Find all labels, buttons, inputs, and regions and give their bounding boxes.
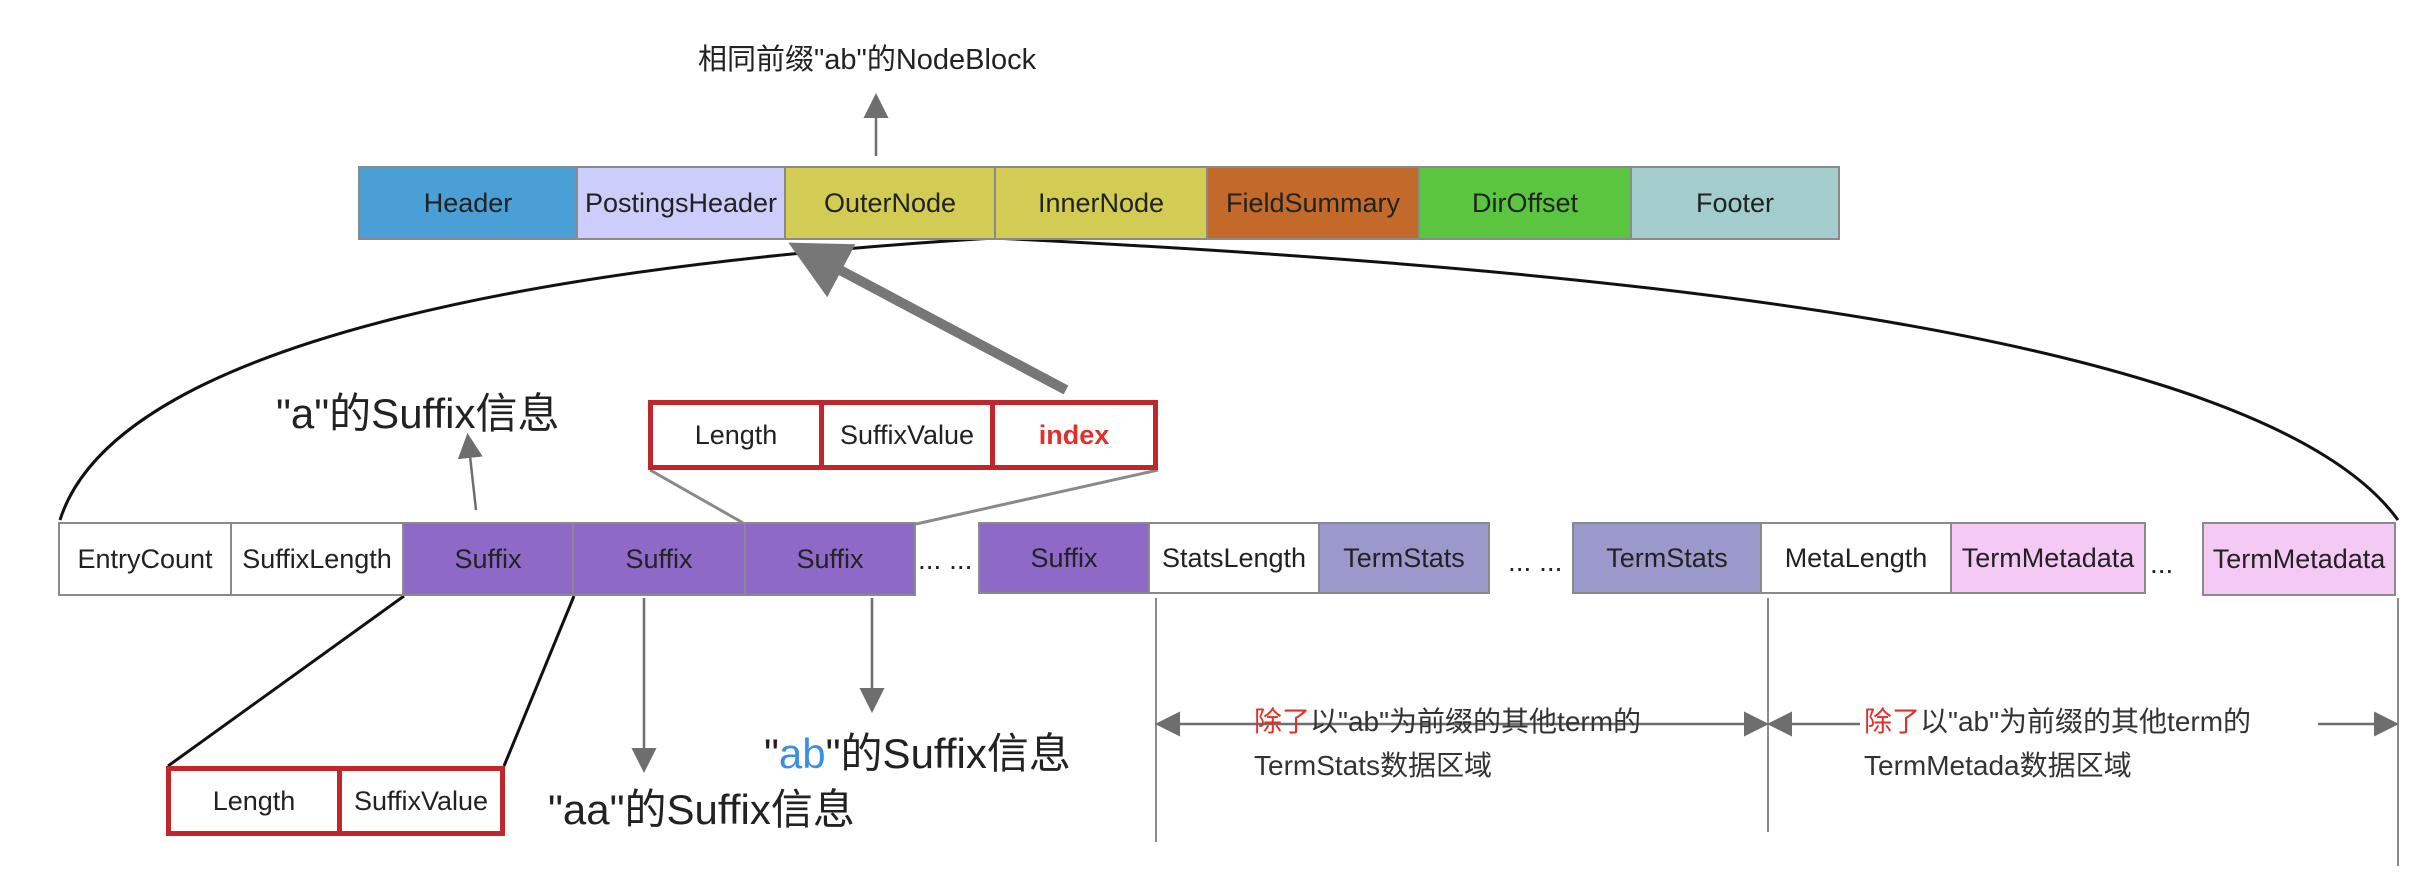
termstats-cell-2: TermStats: [1572, 522, 1762, 594]
suffix-cell-2: Suffix: [572, 522, 746, 596]
expand-curve-right: [993, 236, 2400, 521]
termstats-range-note: 除了以"ab"为前缀的其他term的 TermStats数据区域: [1254, 700, 1641, 788]
dots-1: ... ...: [918, 544, 973, 575]
top-cell-outernode: OuterNode: [784, 166, 996, 240]
termstats-note-prefix: 除了: [1254, 706, 1311, 737]
termmetadata-cell-2: TermMetadata: [2202, 522, 2396, 596]
ab-highlight: ab: [778, 730, 826, 777]
ab-suffix-rest: "的Suffix信息: [825, 730, 1071, 777]
termstats-cell-1: TermStats: [1318, 522, 1490, 594]
top-cell-innernode: InnerNode: [994, 166, 1208, 240]
top-cell-header: Header: [358, 166, 578, 240]
a-suffix-label: "a"的Suffix信息: [276, 390, 560, 437]
metadata-note-line2: TermMetada数据区域: [1864, 750, 2132, 781]
zoom-line-left: [649, 468, 746, 526]
dots-3: ...: [2150, 548, 2174, 579]
meta-length-cell: MetaLength: [1760, 522, 1952, 594]
termmetadata-cell-1: TermMetadata: [1950, 522, 2146, 594]
top-cell-footer: Footer: [1630, 166, 1840, 240]
nodeblock-label: 相同前缀"ab"的NodeBlock: [698, 44, 1037, 76]
termstats-note-line2: TermStats数据区域: [1254, 750, 1493, 781]
ab-suffix-label: "ab"的Suffix信息: [764, 720, 1071, 781]
index-to-outernode-arrow: [788, 242, 1069, 395]
metadata-note-line1: 以"ab"为前缀的其他term的: [1920, 706, 2252, 737]
termstats-note-line1: 以"ab"为前缀的其他term的: [1310, 706, 1642, 737]
index-box-index: index: [990, 400, 1158, 470]
aa-suffix-label: "aa"的Suffix信息: [548, 786, 855, 833]
ab-quote-open: ": [764, 730, 779, 777]
top-cell-postingsheader: PostingsHeader: [576, 166, 786, 240]
index-box-suffixvalue: SuffixValue: [819, 400, 995, 470]
metadata-note-prefix: 除了: [1864, 706, 1921, 737]
stats-length-cell: StatsLength: [1148, 522, 1320, 594]
index-box-length: Length: [648, 400, 824, 470]
suffix-cell-3: Suffix: [744, 522, 916, 596]
suffix-detail-suffixvalue: SuffixValue: [337, 766, 505, 836]
top-cell-diroffset: DirOffset: [1418, 166, 1632, 240]
dots-2: ... ...: [1508, 546, 1563, 577]
a-suffix-arrow: [457, 433, 483, 511]
zoom-line-right: [915, 468, 1159, 526]
top-cell-fieldsummary: FieldSummary: [1206, 166, 1420, 240]
suffix-cell-last: Suffix: [978, 522, 1150, 594]
metadata-range-note: 除了以"ab"为前缀的其他term的 TermMetada数据区域: [1864, 700, 2251, 788]
suffix-cell-1: Suffix: [402, 522, 574, 596]
detail-line-left: [167, 594, 405, 768]
suffix-length-cell: SuffixLength: [230, 522, 404, 596]
entry-count-cell: EntryCount: [58, 522, 232, 596]
suffix-detail-length: Length: [166, 766, 342, 836]
detail-line-right: [502, 595, 576, 767]
